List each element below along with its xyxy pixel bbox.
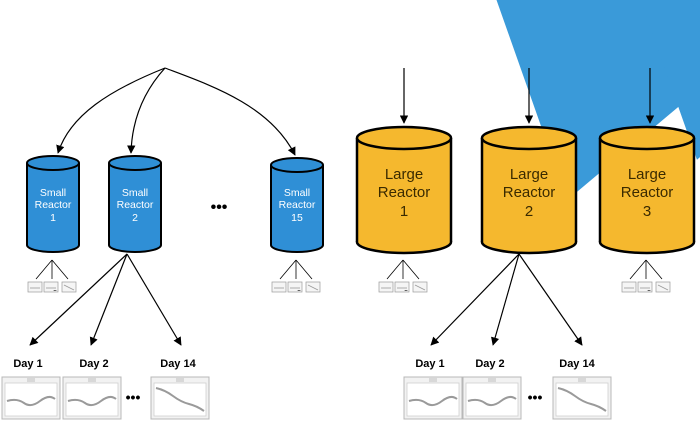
arrow-lr2-day2 xyxy=(491,253,520,346)
arrow-lr2-day1 xyxy=(430,253,520,346)
left-day14-label: Day 14 xyxy=(160,358,196,370)
arrow-to-small-reactor-1 xyxy=(56,67,166,154)
small-reactor-15-number: 15 xyxy=(291,212,303,224)
large-reactor-2-number: 2 xyxy=(525,203,533,220)
small-reactor-2-label-line2: Reactor xyxy=(117,199,154,211)
right-day14-label: Day 14 xyxy=(559,358,595,370)
large-reactor-3-label-line2: Reactor xyxy=(621,184,674,201)
arrow-sr2-day2 xyxy=(89,253,128,346)
arrow-to-small-reactor-2 xyxy=(127,67,166,154)
right-day1-label: Day 1 xyxy=(415,358,444,370)
svg-text:..: .. xyxy=(647,287,651,293)
large-reactor-1-label-line2: Reactor xyxy=(378,184,431,201)
mini-fan-small-reactor-1: .. xyxy=(27,259,77,293)
left-day14-thumbnail xyxy=(150,376,210,420)
large-reactor-1-label-line1: Large xyxy=(385,166,423,183)
small-reactor-2: Small Reactor 2 xyxy=(108,155,162,253)
mini-fan-small-reactor-15: .. xyxy=(271,259,321,293)
large-reactor-3-number: 3 xyxy=(643,203,651,220)
arrow-to-small-reactor-15 xyxy=(164,67,296,156)
small-reactor-2-number: 2 xyxy=(132,212,138,224)
svg-text:..: .. xyxy=(404,287,408,293)
small-reactor-1-label-line2: Reactor xyxy=(35,199,72,211)
left-day1-label: Day 1 xyxy=(13,358,42,370)
arrow-lr2-day14 xyxy=(518,253,583,346)
svg-text:..: .. xyxy=(297,287,301,293)
arrow-sr2-day1 xyxy=(29,253,128,346)
right-days-ellipsis: ••• xyxy=(528,389,543,405)
large-reactor-1-number: 1 xyxy=(400,203,408,220)
small-reactor-15-label-line2: Reactor xyxy=(279,199,316,211)
left-day2-thumbnail xyxy=(62,376,122,420)
left-days-ellipsis: ••• xyxy=(126,389,141,405)
large-reactor-1: Large Reactor 1 xyxy=(355,125,453,255)
small-reactor-15: Small Reactor 15 xyxy=(270,157,324,253)
small-reactor-2-label-line1: Small xyxy=(122,187,148,199)
large-reactor-3-label-line1: Large xyxy=(628,166,666,183)
right-day1-thumbnail xyxy=(403,376,463,420)
small-reactor-1-label-line1: Small xyxy=(40,187,66,199)
right-day2-label: Day 2 xyxy=(475,358,504,370)
large-reactor-2-label-line2: Reactor xyxy=(503,184,556,201)
large-reactor-3: Large Reactor 3 xyxy=(598,125,696,255)
small-reactor-1: Small Reactor 1 xyxy=(26,155,80,253)
arrow-sr2-day14 xyxy=(126,253,182,346)
large-reactor-2-label-line1: Large xyxy=(510,166,548,183)
small-reactor-1-number: 1 xyxy=(50,212,56,224)
svg-text:..: .. xyxy=(53,287,57,293)
right-day14-thumbnail xyxy=(552,376,612,420)
mini-sample-fans: ........ xyxy=(27,259,671,293)
day-sample-thumbnails xyxy=(1,376,612,420)
small-reactor-15-label-line1: Small xyxy=(284,187,310,199)
large-reactor-2: Large Reactor 2 xyxy=(480,125,578,255)
small-reactor-ellipsis: ••• xyxy=(211,199,228,216)
mini-fan-large-reactor-3: .. xyxy=(621,259,671,293)
mini-fan-large-reactor-1: .. xyxy=(378,259,428,293)
left-day2-label: Day 2 xyxy=(79,358,108,370)
right-day2-thumbnail xyxy=(462,376,522,420)
left-day1-thumbnail xyxy=(1,376,61,420)
